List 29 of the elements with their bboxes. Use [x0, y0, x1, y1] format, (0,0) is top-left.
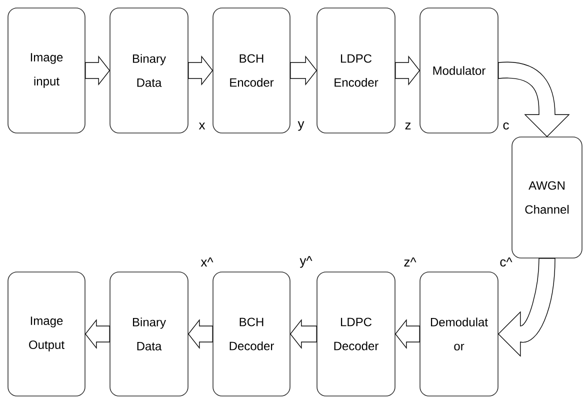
- block-arrow: [290, 318, 317, 350]
- signal-label: x^: [200, 256, 214, 268]
- process-box: Binary Data: [110, 272, 188, 396]
- signal-label: c^: [498, 256, 514, 268]
- block-arrow: [498, 62, 570, 137]
- signal-label: y^: [298, 255, 314, 269]
- process-box: Demodulat or: [420, 272, 498, 396]
- block-arrow: [188, 55, 214, 86]
- process-box: LDPC Encoder: [316, 8, 396, 134]
- signal-label: c: [502, 121, 510, 131]
- block-arrow: [85, 55, 110, 86]
- process-box: BCH Encoder: [212, 8, 290, 134]
- signal-label: z: [404, 122, 412, 130]
- process-box: LDPC Decoder: [316, 272, 396, 396]
- process-box: AWGN Channel: [512, 136, 582, 258]
- process-box: Binary Data: [110, 8, 188, 134]
- signal-label: x: [198, 122, 206, 130]
- process-box: BCH Decoder: [212, 272, 290, 396]
- block-arrow: [394, 318, 420, 350]
- signal-label: y: [296, 120, 306, 132]
- block-arrow: [84, 318, 110, 350]
- block-arrow: [188, 318, 213, 350]
- block-arrow: [395, 55, 420, 86]
- process-box: Image Output: [8, 272, 86, 396]
- block-arrow: [290, 55, 318, 86]
- process-box: Modulator: [420, 8, 498, 134]
- process-box: Image input: [8, 8, 86, 134]
- block-arrow: [498, 258, 556, 356]
- signal-label: z^: [402, 256, 418, 268]
